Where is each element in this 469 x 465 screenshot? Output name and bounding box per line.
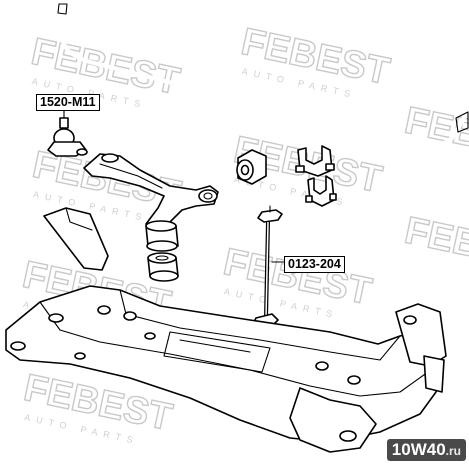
site-badge[interactable]: 10W40.ru	[386, 439, 466, 461]
stabilizer-link	[253, 205, 283, 333]
arm-bushing-separate	[147, 252, 179, 282]
site-badge-name: 10W40	[391, 440, 446, 459]
label-stabilizer-link: 0123-204	[284, 256, 345, 273]
site-badge-domain: .ru	[445, 444, 461, 458]
lower-control-arm	[83, 153, 219, 237]
bushing-bracket-upper	[295, 145, 335, 177]
subframe	[5, 207, 447, 453]
arm-bushing	[145, 220, 179, 252]
ball-joint	[47, 109, 88, 157]
label-ball-joint: 1520-M11	[36, 94, 100, 111]
bushing-bracket-lower	[305, 175, 337, 207]
stabilizer-bar	[57, 3, 469, 149]
stabilizer-bushing	[236, 149, 267, 185]
